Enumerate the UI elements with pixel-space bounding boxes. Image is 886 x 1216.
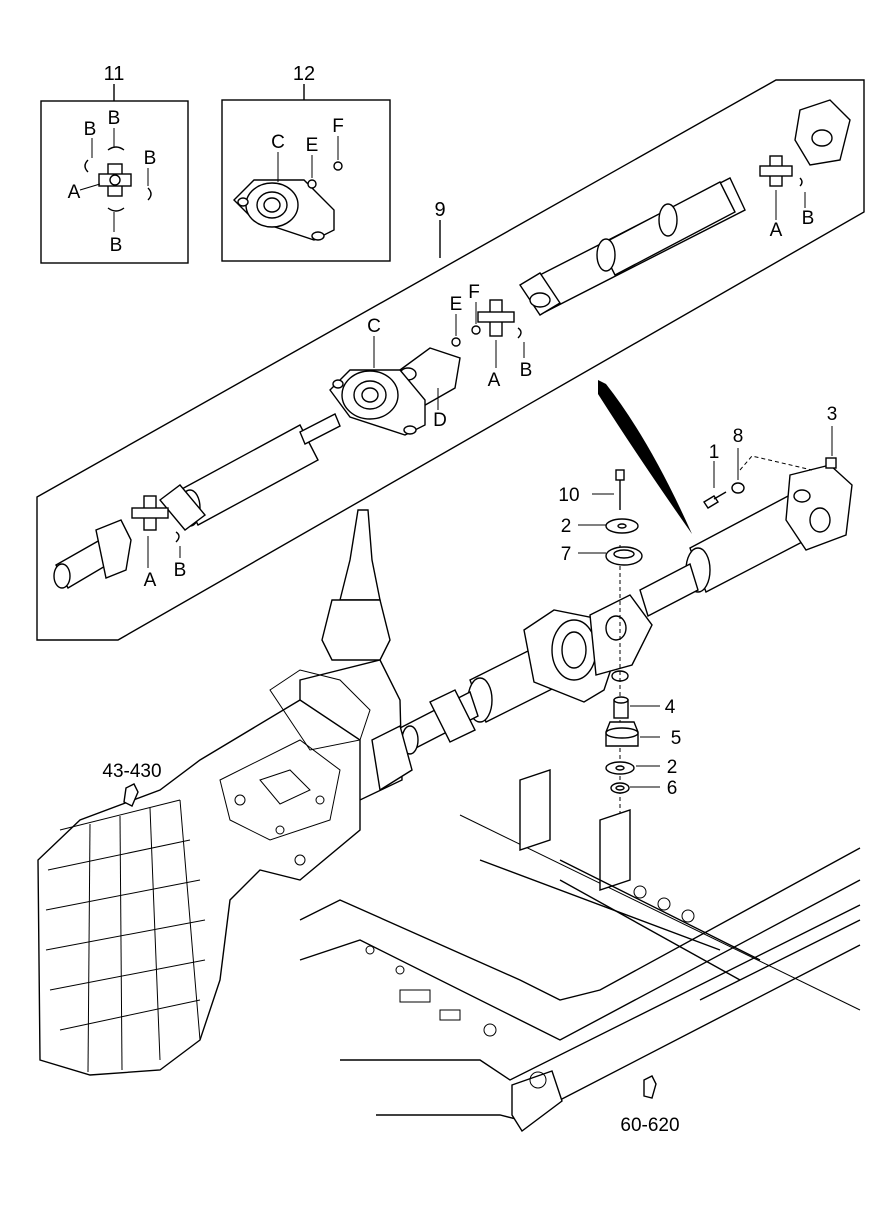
callout-9-a-rear: A bbox=[770, 220, 783, 241]
ref-60-620: 60-620 bbox=[620, 1115, 679, 1136]
callout-4: 4 bbox=[665, 697, 676, 718]
bolt-part-10 bbox=[592, 469, 625, 510]
box-9-propeller-shaft-assembly: 9 A B bbox=[36, 79, 865, 641]
callout-12: 12 bbox=[293, 63, 315, 85]
snap-ring-middle-b bbox=[517, 327, 522, 339]
spider-middle-part-a bbox=[477, 299, 515, 337]
nut-part-e bbox=[451, 337, 461, 347]
callout-11: 11 bbox=[104, 63, 125, 85]
snap-ring-front-b bbox=[175, 531, 180, 543]
insulator-part-5 bbox=[605, 721, 660, 747]
washer-part-f bbox=[333, 161, 343, 171]
snap-ring-b bbox=[107, 207, 125, 212]
vehicle-frame-crossmember bbox=[299, 769, 861, 1133]
callout-9-f: F bbox=[468, 282, 480, 303]
callout-7: 7 bbox=[561, 544, 572, 565]
bolt-part-1 bbox=[703, 461, 727, 509]
spacer-part-7 bbox=[578, 546, 643, 566]
center-bearing-part-c bbox=[329, 369, 426, 436]
front-shaft-tube bbox=[158, 413, 341, 531]
callout-9-a-middle: A bbox=[488, 370, 501, 391]
callout-12-c: C bbox=[271, 132, 285, 153]
reference-43-430: 43-430 bbox=[102, 761, 162, 807]
pointer-wedge bbox=[598, 380, 692, 534]
ref-43-430: 43-430 bbox=[102, 761, 161, 782]
box-11-universal-joint-kit: 11 B B B A B bbox=[40, 63, 189, 264]
nut-part-e bbox=[307, 179, 317, 189]
rear-flange-yoke bbox=[794, 99, 851, 166]
callout-12-f: F bbox=[332, 116, 344, 137]
snap-ring-b bbox=[147, 187, 152, 201]
callout-9-b-middle: B bbox=[520, 360, 533, 381]
snap-ring-b bbox=[107, 146, 125, 151]
callout-9-d: D bbox=[433, 410, 447, 431]
spider-rear-part-a bbox=[759, 155, 793, 187]
box-12-center-bearing-kit: 12 C E F bbox=[221, 63, 391, 262]
nut-part-6 bbox=[610, 782, 660, 794]
collar-part-4 bbox=[613, 696, 660, 719]
spider-front-part-a bbox=[131, 495, 169, 531]
callout-9-e: E bbox=[450, 294, 463, 315]
callout-2-lower: 2 bbox=[667, 757, 678, 778]
callout-11-a: A bbox=[68, 182, 81, 203]
callout-11-b-right: B bbox=[144, 148, 157, 169]
callout-5: 5 bbox=[671, 728, 682, 749]
snap-ring-b bbox=[84, 159, 89, 173]
callout-9-b-rear: B bbox=[802, 208, 815, 229]
callout-9-c: C bbox=[367, 316, 381, 337]
front-slip-yoke bbox=[53, 519, 132, 589]
callout-2-upper: 2 bbox=[561, 516, 572, 537]
rear-shaft-tube bbox=[519, 177, 746, 316]
callout-12-e: E bbox=[306, 135, 319, 156]
callout-10: 10 bbox=[558, 485, 579, 506]
callout-6: 6 bbox=[667, 778, 678, 799]
callout-8: 8 bbox=[733, 426, 744, 447]
washer-part-f bbox=[471, 325, 481, 335]
spider-cross-part-a bbox=[98, 163, 132, 197]
callout-3: 3 bbox=[827, 404, 838, 425]
callout-9: 9 bbox=[434, 199, 445, 221]
callout-9-a-front: A bbox=[144, 570, 157, 591]
callout-1: 1 bbox=[709, 442, 720, 463]
reference-60-620: 60-620 bbox=[620, 1075, 680, 1136]
transmission-assembly bbox=[37, 509, 413, 1076]
nut-part-3 bbox=[825, 426, 837, 469]
nut-part-8 bbox=[731, 448, 745, 494]
callout-11-b-left: B bbox=[84, 119, 97, 140]
center-bearing-part-c bbox=[233, 179, 335, 241]
snap-ring-rear-b bbox=[799, 177, 803, 187]
washer-part-2-lower bbox=[605, 761, 660, 775]
washer-part-2-upper bbox=[578, 518, 639, 534]
callout-11-b-bottom: B bbox=[110, 235, 123, 256]
callout-11-b-top: B bbox=[108, 108, 121, 129]
callout-9-b-front: B bbox=[174, 560, 187, 581]
